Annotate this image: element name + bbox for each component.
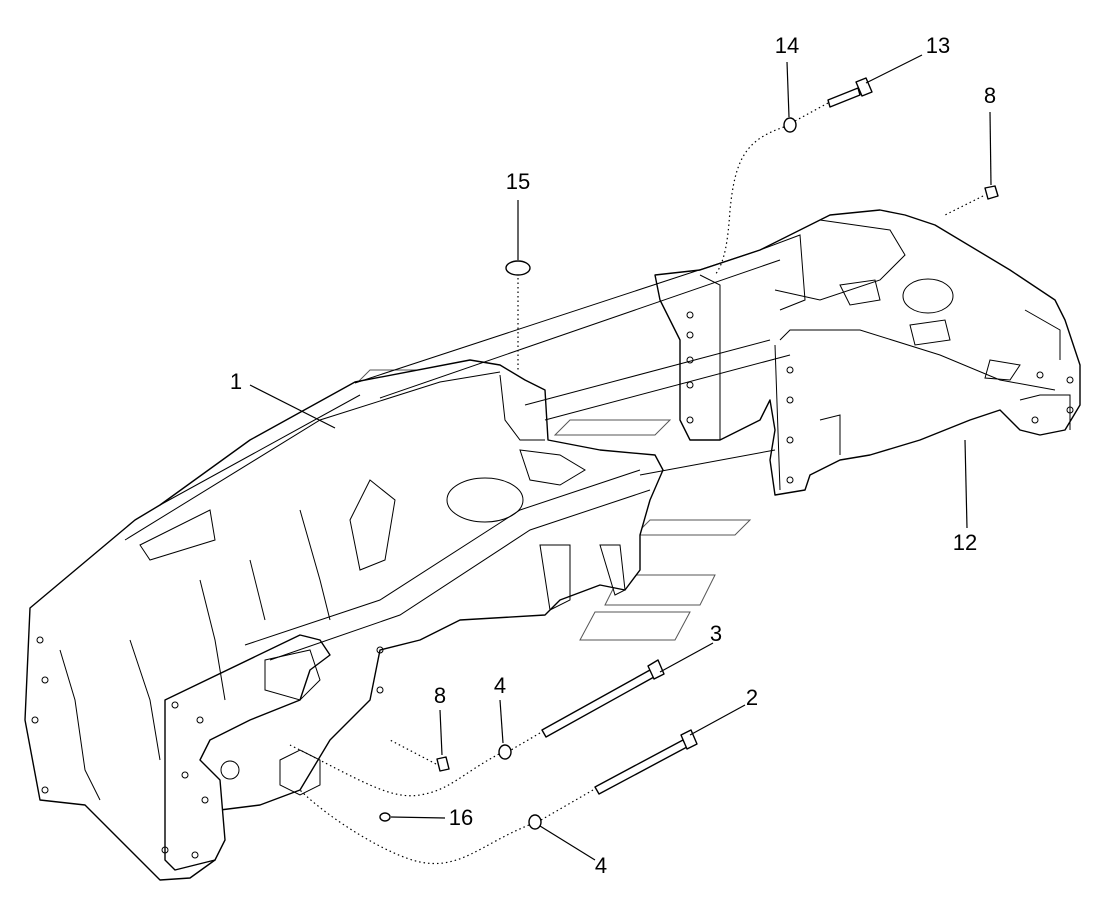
washer-4-lower xyxy=(528,814,542,830)
callout-1: 1 xyxy=(229,369,243,394)
bolt-13 xyxy=(827,77,873,108)
front-support-frame xyxy=(24,359,664,881)
callout-15: 15 xyxy=(505,169,531,194)
callout-4-upper: 4 xyxy=(493,673,507,698)
rear-support-frame xyxy=(654,209,1081,496)
callout-16: 16 xyxy=(448,805,474,830)
callout-14: 14 xyxy=(774,33,800,58)
callout-3: 3 xyxy=(709,621,723,646)
long-bolt-2 xyxy=(594,729,698,795)
plug-16 xyxy=(379,812,391,822)
washer-4-upper xyxy=(498,744,512,760)
callout-8-lower: 8 xyxy=(433,683,447,708)
assembly-paths xyxy=(289,102,984,865)
nut-8-upper xyxy=(984,185,999,200)
callout-2: 2 xyxy=(745,685,759,710)
callout-12: 12 xyxy=(952,530,978,555)
nut-8-lower xyxy=(436,756,450,772)
long-bolt-3 xyxy=(541,659,665,738)
washer-14 xyxy=(783,117,797,133)
callout-leaders xyxy=(249,54,992,861)
plug-15 xyxy=(505,260,531,276)
hardware xyxy=(379,77,999,830)
alignment-lines xyxy=(354,249,791,476)
callout-8-upper: 8 xyxy=(983,83,997,108)
callout-4-lower: 4 xyxy=(594,853,608,878)
callout-13: 13 xyxy=(925,33,951,58)
